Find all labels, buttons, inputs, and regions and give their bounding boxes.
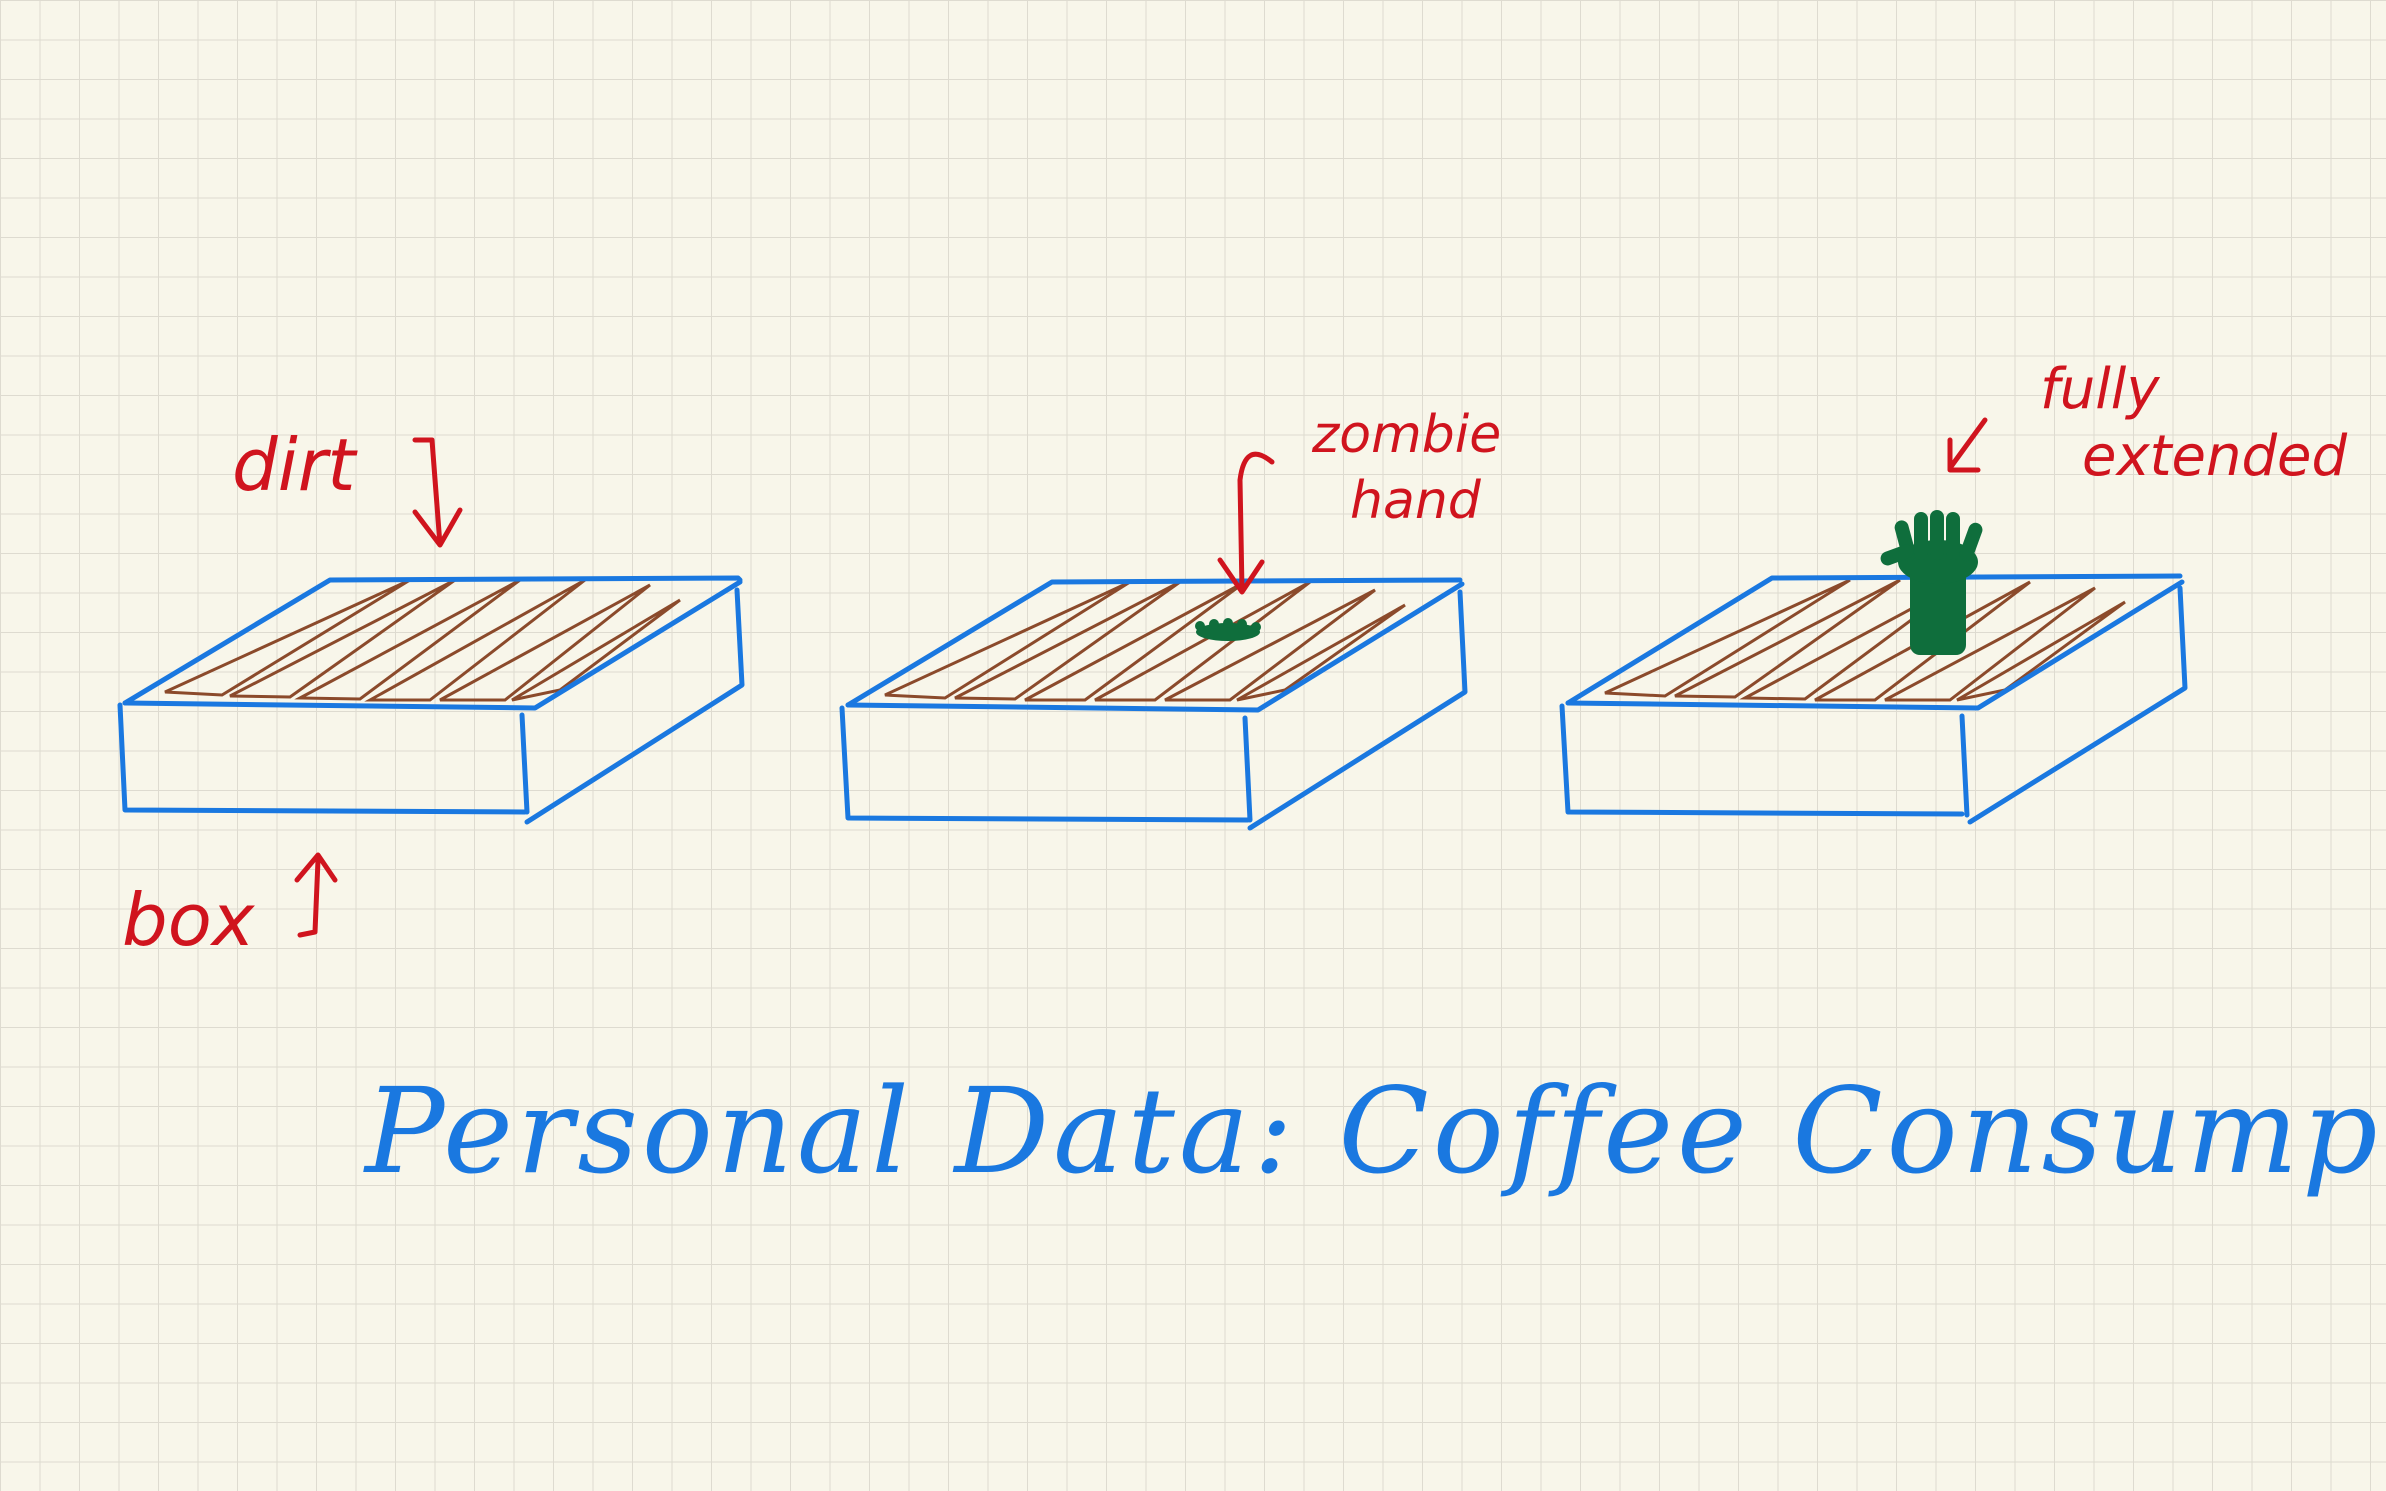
box-stage-3 [1559, 510, 2188, 825]
dirt-hatching [884, 580, 1406, 702]
annotation-zombie-hand: zombie hand [1217, 405, 1501, 595]
box-outline [839, 577, 1468, 831]
arrow-box [294, 852, 338, 938]
box-stage-2 [839, 577, 1468, 831]
annotation-fully-extended: fully extended [1947, 357, 2347, 489]
label-hand: hand [1350, 471, 1482, 531]
label-box: box [122, 878, 256, 962]
arrow-fully-extended [1947, 417, 1988, 473]
label-zombie: zombie [1311, 405, 1501, 465]
arrow-dirt [412, 437, 463, 548]
zombie-hand-stage-2 [1195, 618, 1261, 641]
box-outline [1559, 573, 2188, 825]
label-extended: extended [2082, 424, 2347, 489]
box-stage-1 [117, 575, 745, 825]
arrow-zombie-hand [1217, 451, 1275, 595]
zombie-hand-stage-3 [1880, 510, 1983, 655]
dirt-hatching [1604, 578, 2126, 702]
box-outline [117, 575, 745, 825]
label-fully: fully [2040, 357, 2160, 422]
page-title: Personal Data: Coffee Consumption [363, 1062, 2386, 1200]
annotation-box: box [122, 852, 338, 962]
label-dirt: dirt [232, 423, 358, 507]
annotation-dirt: dirt [232, 423, 463, 548]
dirt-hatching [164, 578, 681, 702]
